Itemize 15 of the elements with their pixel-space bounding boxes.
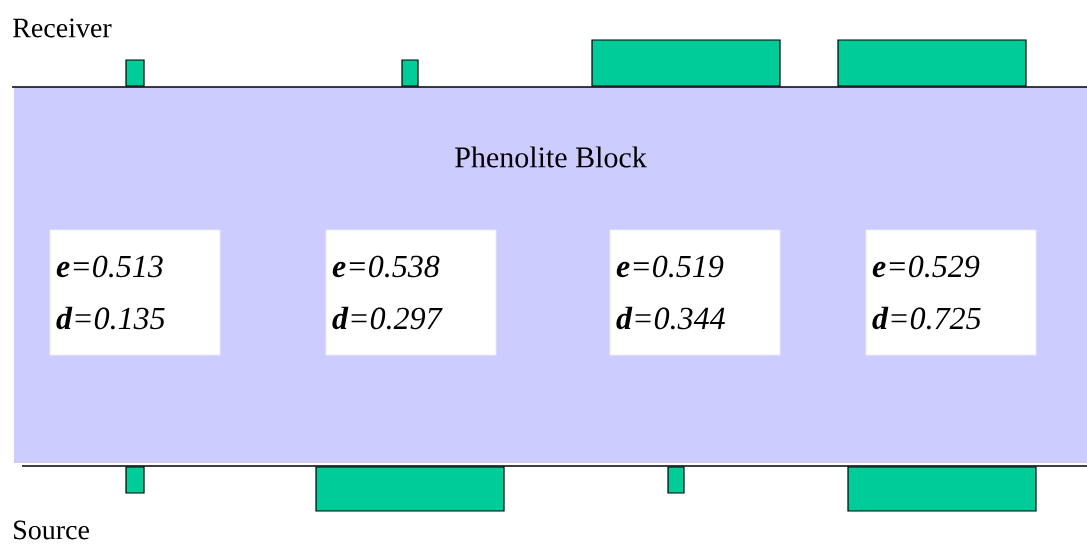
side-label: Source (14, 520, 89, 540)
transducer-pad (837, 39, 1027, 87)
transducer-pad (401, 59, 419, 87)
side-label: Receiver (13, 18, 112, 38)
value-box: e=0.513 d=0.135 (49, 229, 221, 356)
transducer-pad (667, 466, 685, 494)
transducer-pad (315, 466, 505, 512)
value-box: e=0.519 d=0.344 (609, 229, 781, 356)
transducer-pad (847, 466, 1037, 512)
transducer-pad (591, 39, 781, 87)
value-box: e=0.538 d=0.297 (325, 229, 497, 356)
block-title: Phenolite Block (455, 146, 647, 168)
value-box: e=0.529 d=0.725 (865, 229, 1037, 356)
transducer-pad (125, 466, 145, 494)
transducer-pad (125, 59, 145, 87)
